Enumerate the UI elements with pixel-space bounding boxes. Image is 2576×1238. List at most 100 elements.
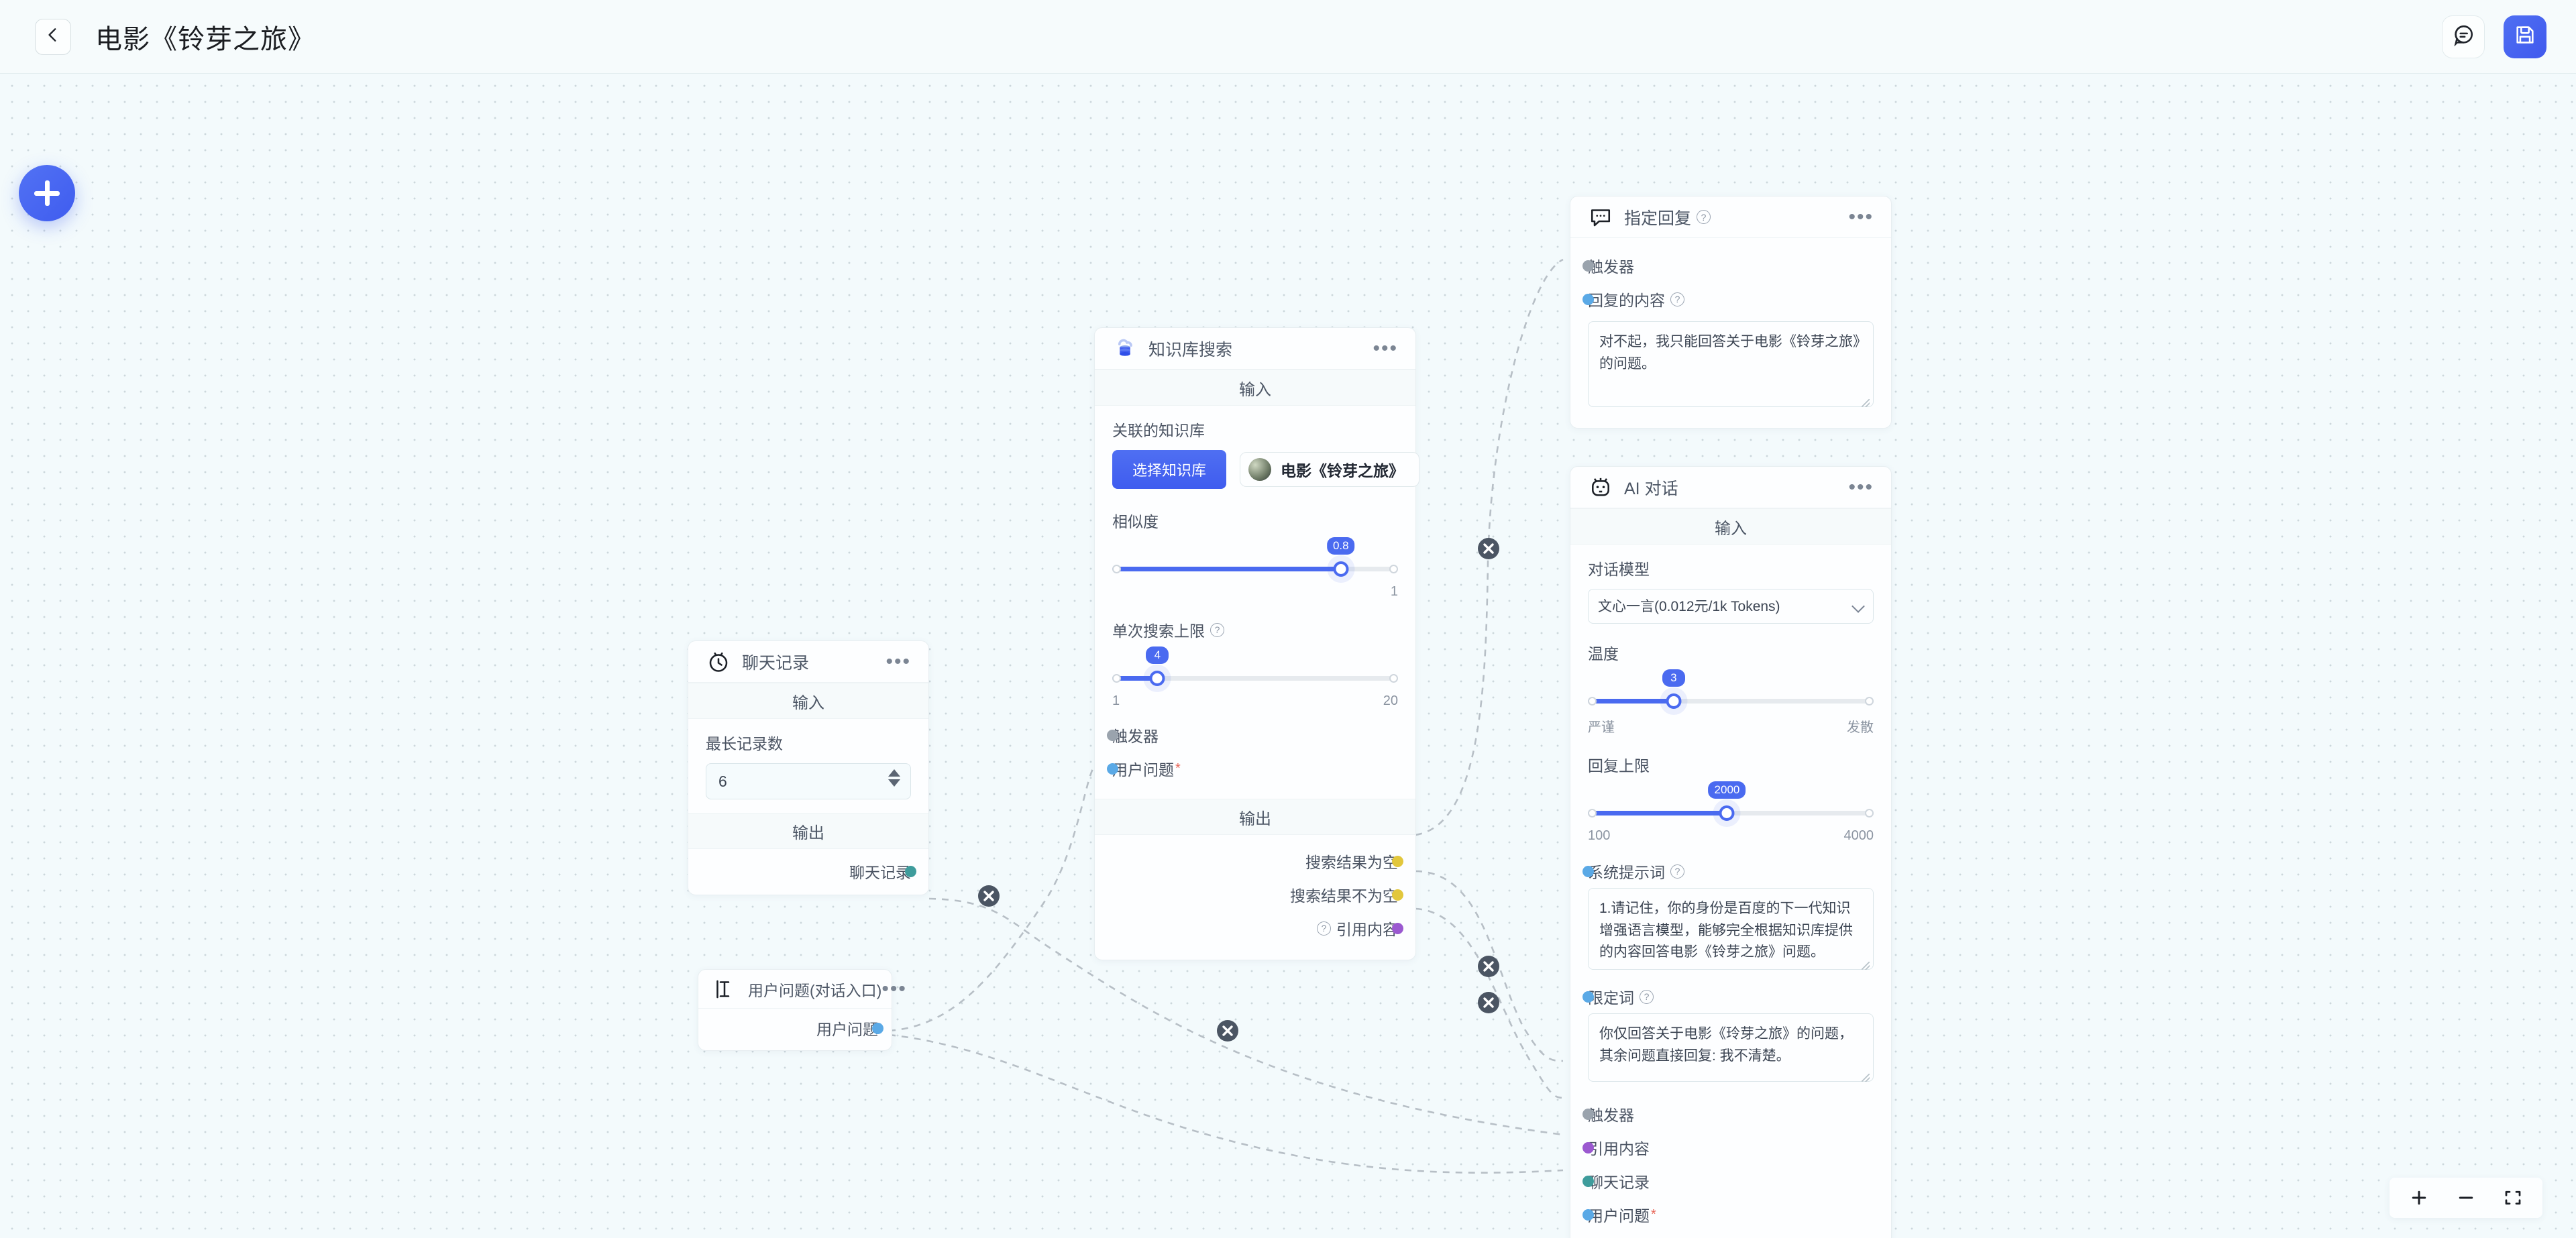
slider-knob[interactable] bbox=[1333, 561, 1349, 577]
reply-textarea-wrap: 对不起，我只能回答关于电影《铃芽之旅》的问题。 bbox=[1588, 321, 1874, 410]
save-button[interactable] bbox=[2504, 15, 2546, 58]
slider-fill bbox=[1588, 699, 1674, 704]
port-row-chat-history-out[interactable]: 聊天记录 bbox=[706, 854, 916, 888]
port-row-user-question[interactable]: 用户问题* bbox=[1107, 752, 1398, 785]
port-row-trigger[interactable]: 触发器 bbox=[1582, 1097, 1874, 1131]
limit-slider[interactable]: 4 bbox=[1112, 646, 1398, 696]
limit-word-textarea[interactable]: 你仅回答关于电影《玲芽之旅》的问题，其余问题直接回复: 我不清楚。 bbox=[1588, 1013, 1874, 1082]
resize-grip-icon[interactable] bbox=[1862, 399, 1870, 407]
port-row-user-question[interactable]: 用户问题* bbox=[1582, 1198, 1874, 1231]
resize-grip-icon[interactable] bbox=[1862, 1074, 1870, 1082]
port-row-reply-content[interactable]: 回复的内容 ? bbox=[1582, 282, 1874, 316]
max-records-input[interactable] bbox=[706, 763, 911, 799]
select-kb-button[interactable]: 选择知识库 bbox=[1112, 450, 1227, 489]
slider-knob[interactable] bbox=[1719, 805, 1735, 821]
zoom-in-button[interactable] bbox=[2407, 1186, 2431, 1210]
port-dot-quote[interactable] bbox=[1582, 1141, 1594, 1153]
node-chat-history[interactable]: 聊天记录 ••• 输入 最长记录数 输出 聊天记录 bbox=[688, 640, 929, 895]
port-label: 触发器 bbox=[1588, 1107, 1634, 1124]
node-ai-chat[interactable]: AI 对话 ••• 输入 对话模型 文心一言(0.012元/1k Tokens)… bbox=[1570, 466, 1892, 1238]
port-dot-user-question[interactable] bbox=[1107, 763, 1118, 775]
help-icon[interactable]: ? bbox=[1670, 864, 1684, 879]
add-node-button[interactable] bbox=[19, 165, 75, 221]
port-row-user-question-out[interactable]: 用户问题 bbox=[712, 1013, 883, 1044]
port-dot-user-question[interactable] bbox=[872, 1022, 883, 1034]
port-dot-result-empty[interactable] bbox=[1392, 855, 1403, 867]
help-icon[interactable]: ? bbox=[1670, 292, 1684, 306]
port-dot-system-prompt[interactable] bbox=[1582, 865, 1594, 877]
scale-min: 严谨 bbox=[1588, 720, 1615, 735]
node-kb-search[interactable]: 知识库搜索 ••• 输入 关联的知识库 选择知识库 电影《铃芽之旅》 相似度 bbox=[1094, 327, 1420, 960]
port-dot-trigger[interactable] bbox=[1107, 729, 1118, 741]
input-section-label: 输入 bbox=[688, 683, 928, 719]
kb-chip[interactable]: 电影《铃芽之旅》 bbox=[1240, 452, 1420, 487]
max-records-stepper[interactable] bbox=[706, 763, 911, 799]
fixed-reply-body: 触发器 回复的内容 ? 对不起，我只能回答关于电影《铃芽之旅》的问题。 bbox=[1570, 238, 1891, 428]
port-row-quote[interactable]: ? 引用内容 bbox=[1112, 911, 1403, 945]
temperature-slider[interactable]: 3 bbox=[1588, 669, 1874, 719]
zoom-out-button[interactable] bbox=[2454, 1186, 2478, 1210]
resize-grip-icon[interactable] bbox=[1862, 962, 1870, 970]
chevron-left-icon bbox=[44, 26, 62, 47]
port-row-result-not-empty[interactable]: 搜索结果不为空 bbox=[1112, 878, 1403, 911]
chat-bubble-icon bbox=[2452, 23, 2475, 50]
port-label: 搜索结果为空 bbox=[1305, 854, 1398, 871]
similarity-scale: 1 bbox=[1112, 584, 1398, 600]
port-row-limit-word[interactable]: 限定词 ? bbox=[1582, 980, 1874, 1013]
chat-history-body: 最长记录数 bbox=[688, 719, 928, 813]
edge-delete-button bbox=[1478, 956, 1499, 977]
node-menu-button[interactable]: ••• bbox=[881, 977, 907, 1000]
slider-cap-right bbox=[1389, 565, 1398, 573]
node-menu-button[interactable]: ••• bbox=[1373, 337, 1398, 359]
max-records-label: 最长记录数 bbox=[706, 735, 783, 752]
slider-value-bubble: 2000 bbox=[1708, 781, 1746, 799]
scale-min: 1 bbox=[1112, 693, 1120, 708]
port-dot-user-question[interactable] bbox=[1582, 1208, 1594, 1221]
help-icon[interactable]: ? bbox=[1317, 921, 1331, 936]
kb-search-body: 关联的知识库 选择知识库 电影《铃芽之旅》 相似度 0.8 bbox=[1095, 406, 1420, 799]
maxtokens-slider[interactable]: 2000 bbox=[1588, 781, 1874, 831]
help-icon[interactable]: ? bbox=[1210, 622, 1224, 637]
stepper-arrows[interactable] bbox=[888, 769, 900, 787]
port-dot-chat-history[interactable] bbox=[905, 865, 916, 877]
port-row-chat-history[interactable]: 聊天记录 bbox=[1582, 1164, 1874, 1198]
port-row-quote[interactable]: 引用内容 bbox=[1582, 1131, 1874, 1164]
port-label: 引用内容 bbox=[1588, 1140, 1650, 1158]
slider-fill bbox=[1112, 676, 1158, 681]
node-user-question[interactable]: 用户问题(对话入口) ••• 用户问题 bbox=[698, 969, 906, 1051]
port-dot-reply-content[interactable] bbox=[1582, 293, 1594, 305]
port-dot-chat-history[interactable] bbox=[1582, 1175, 1594, 1187]
port-dot-limit-word[interactable] bbox=[1582, 991, 1594, 1003]
model-select-wrap[interactable]: 文心一言(0.012元/1k Tokens) bbox=[1588, 589, 1874, 624]
back-button[interactable] bbox=[35, 18, 71, 55]
port-label: 用户问题 bbox=[816, 1021, 878, 1038]
node-menu-button[interactable]: ••• bbox=[885, 650, 911, 673]
chat-button[interactable] bbox=[2442, 15, 2485, 58]
model-select[interactable]: 文心一言(0.012元/1k Tokens) bbox=[1588, 589, 1874, 624]
help-icon[interactable]: ? bbox=[1640, 989, 1654, 1004]
port-row-result-empty[interactable]: 搜索结果为空 bbox=[1112, 844, 1403, 878]
help-icon[interactable]: ? bbox=[1697, 210, 1711, 224]
reply-content-textarea[interactable]: 对不起，我只能回答关于电影《铃芽之旅》的问题。 bbox=[1588, 321, 1874, 407]
port-row-trigger[interactable]: 触发器 bbox=[1582, 249, 1874, 282]
node-title: 用户问题(对话入口) bbox=[748, 981, 882, 999]
slider-fill bbox=[1588, 811, 1727, 815]
system-prompt-textarea[interactable]: 1.请记住，你的身份是百度的下一代知识增强语言模型，能够完全根据知识库提供的内容… bbox=[1588, 888, 1874, 970]
kb-search-outputs: 搜索结果为空 搜索结果不为空 ? 引用内容 bbox=[1095, 835, 1415, 960]
node-menu-button[interactable]: ••• bbox=[1848, 475, 1874, 498]
port-row-trigger[interactable]: 触发器 bbox=[1107, 718, 1398, 752]
port-dot-quote[interactable] bbox=[1392, 922, 1403, 934]
node-menu-button[interactable]: ••• bbox=[1848, 205, 1874, 228]
node-fixed-reply[interactable]: 指定回复 ? ••• 触发器 回复的内容 ? 对不起，我只能回答关于电影《铃芽之… bbox=[1570, 196, 1892, 429]
similarity-slider[interactable]: 0.8 bbox=[1112, 537, 1398, 587]
output-section-label: 输出 bbox=[688, 813, 928, 849]
slider-knob[interactable] bbox=[1149, 671, 1165, 686]
port-label: 聊天记录 bbox=[1588, 1174, 1650, 1191]
slider-knob[interactable] bbox=[1666, 693, 1682, 709]
port-dot-trigger[interactable] bbox=[1582, 1108, 1594, 1120]
port-dot-result-not-empty[interactable] bbox=[1392, 889, 1403, 901]
workflow-canvas[interactable]: 聊天记录 ••• 输入 最长记录数 输出 聊天记录 bbox=[0, 74, 2576, 1238]
port-dot-trigger[interactable] bbox=[1582, 260, 1594, 272]
fit-screen-button[interactable] bbox=[2501, 1186, 2525, 1210]
port-row-system-prompt[interactable]: 系统提示词 ? bbox=[1582, 854, 1874, 888]
